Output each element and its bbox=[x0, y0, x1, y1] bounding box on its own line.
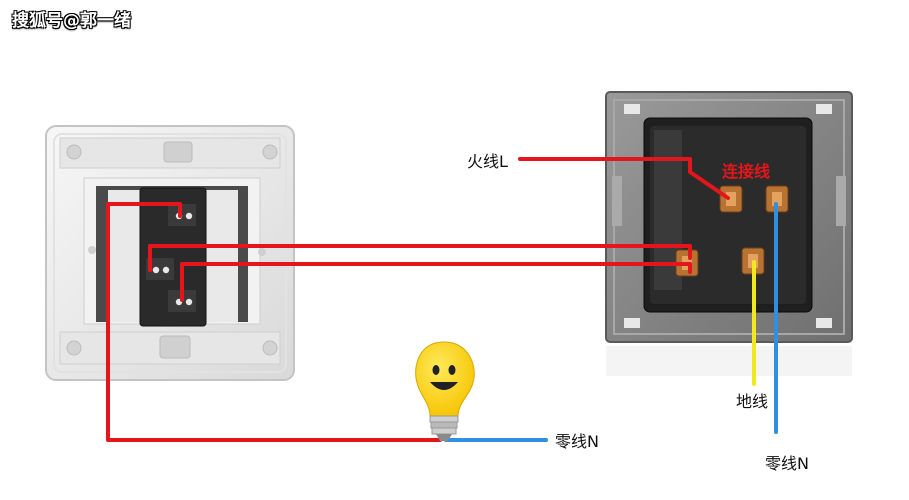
connect-wire-upper bbox=[148, 244, 692, 272]
connect-wire-lower bbox=[180, 262, 692, 302]
socket-neutral-label: 零线N bbox=[765, 454, 809, 473]
light-switch bbox=[45, 125, 295, 381]
watermark: 搜狐号@郭一绪 bbox=[12, 11, 131, 31]
wires bbox=[106, 157, 778, 442]
switch-to-bulb-wire bbox=[106, 202, 442, 442]
wall-socket bbox=[605, 91, 853, 376]
ground-wire-label: 地线 bbox=[736, 392, 769, 411]
bulb-neutral-label: 零线N bbox=[555, 432, 599, 451]
live-wire-label: 火线L bbox=[467, 152, 508, 171]
smiling-lightbulb-icon bbox=[415, 341, 475, 441]
live-wire-in bbox=[518, 157, 730, 200]
connect-wire-label: 连接线 bbox=[722, 162, 771, 181]
